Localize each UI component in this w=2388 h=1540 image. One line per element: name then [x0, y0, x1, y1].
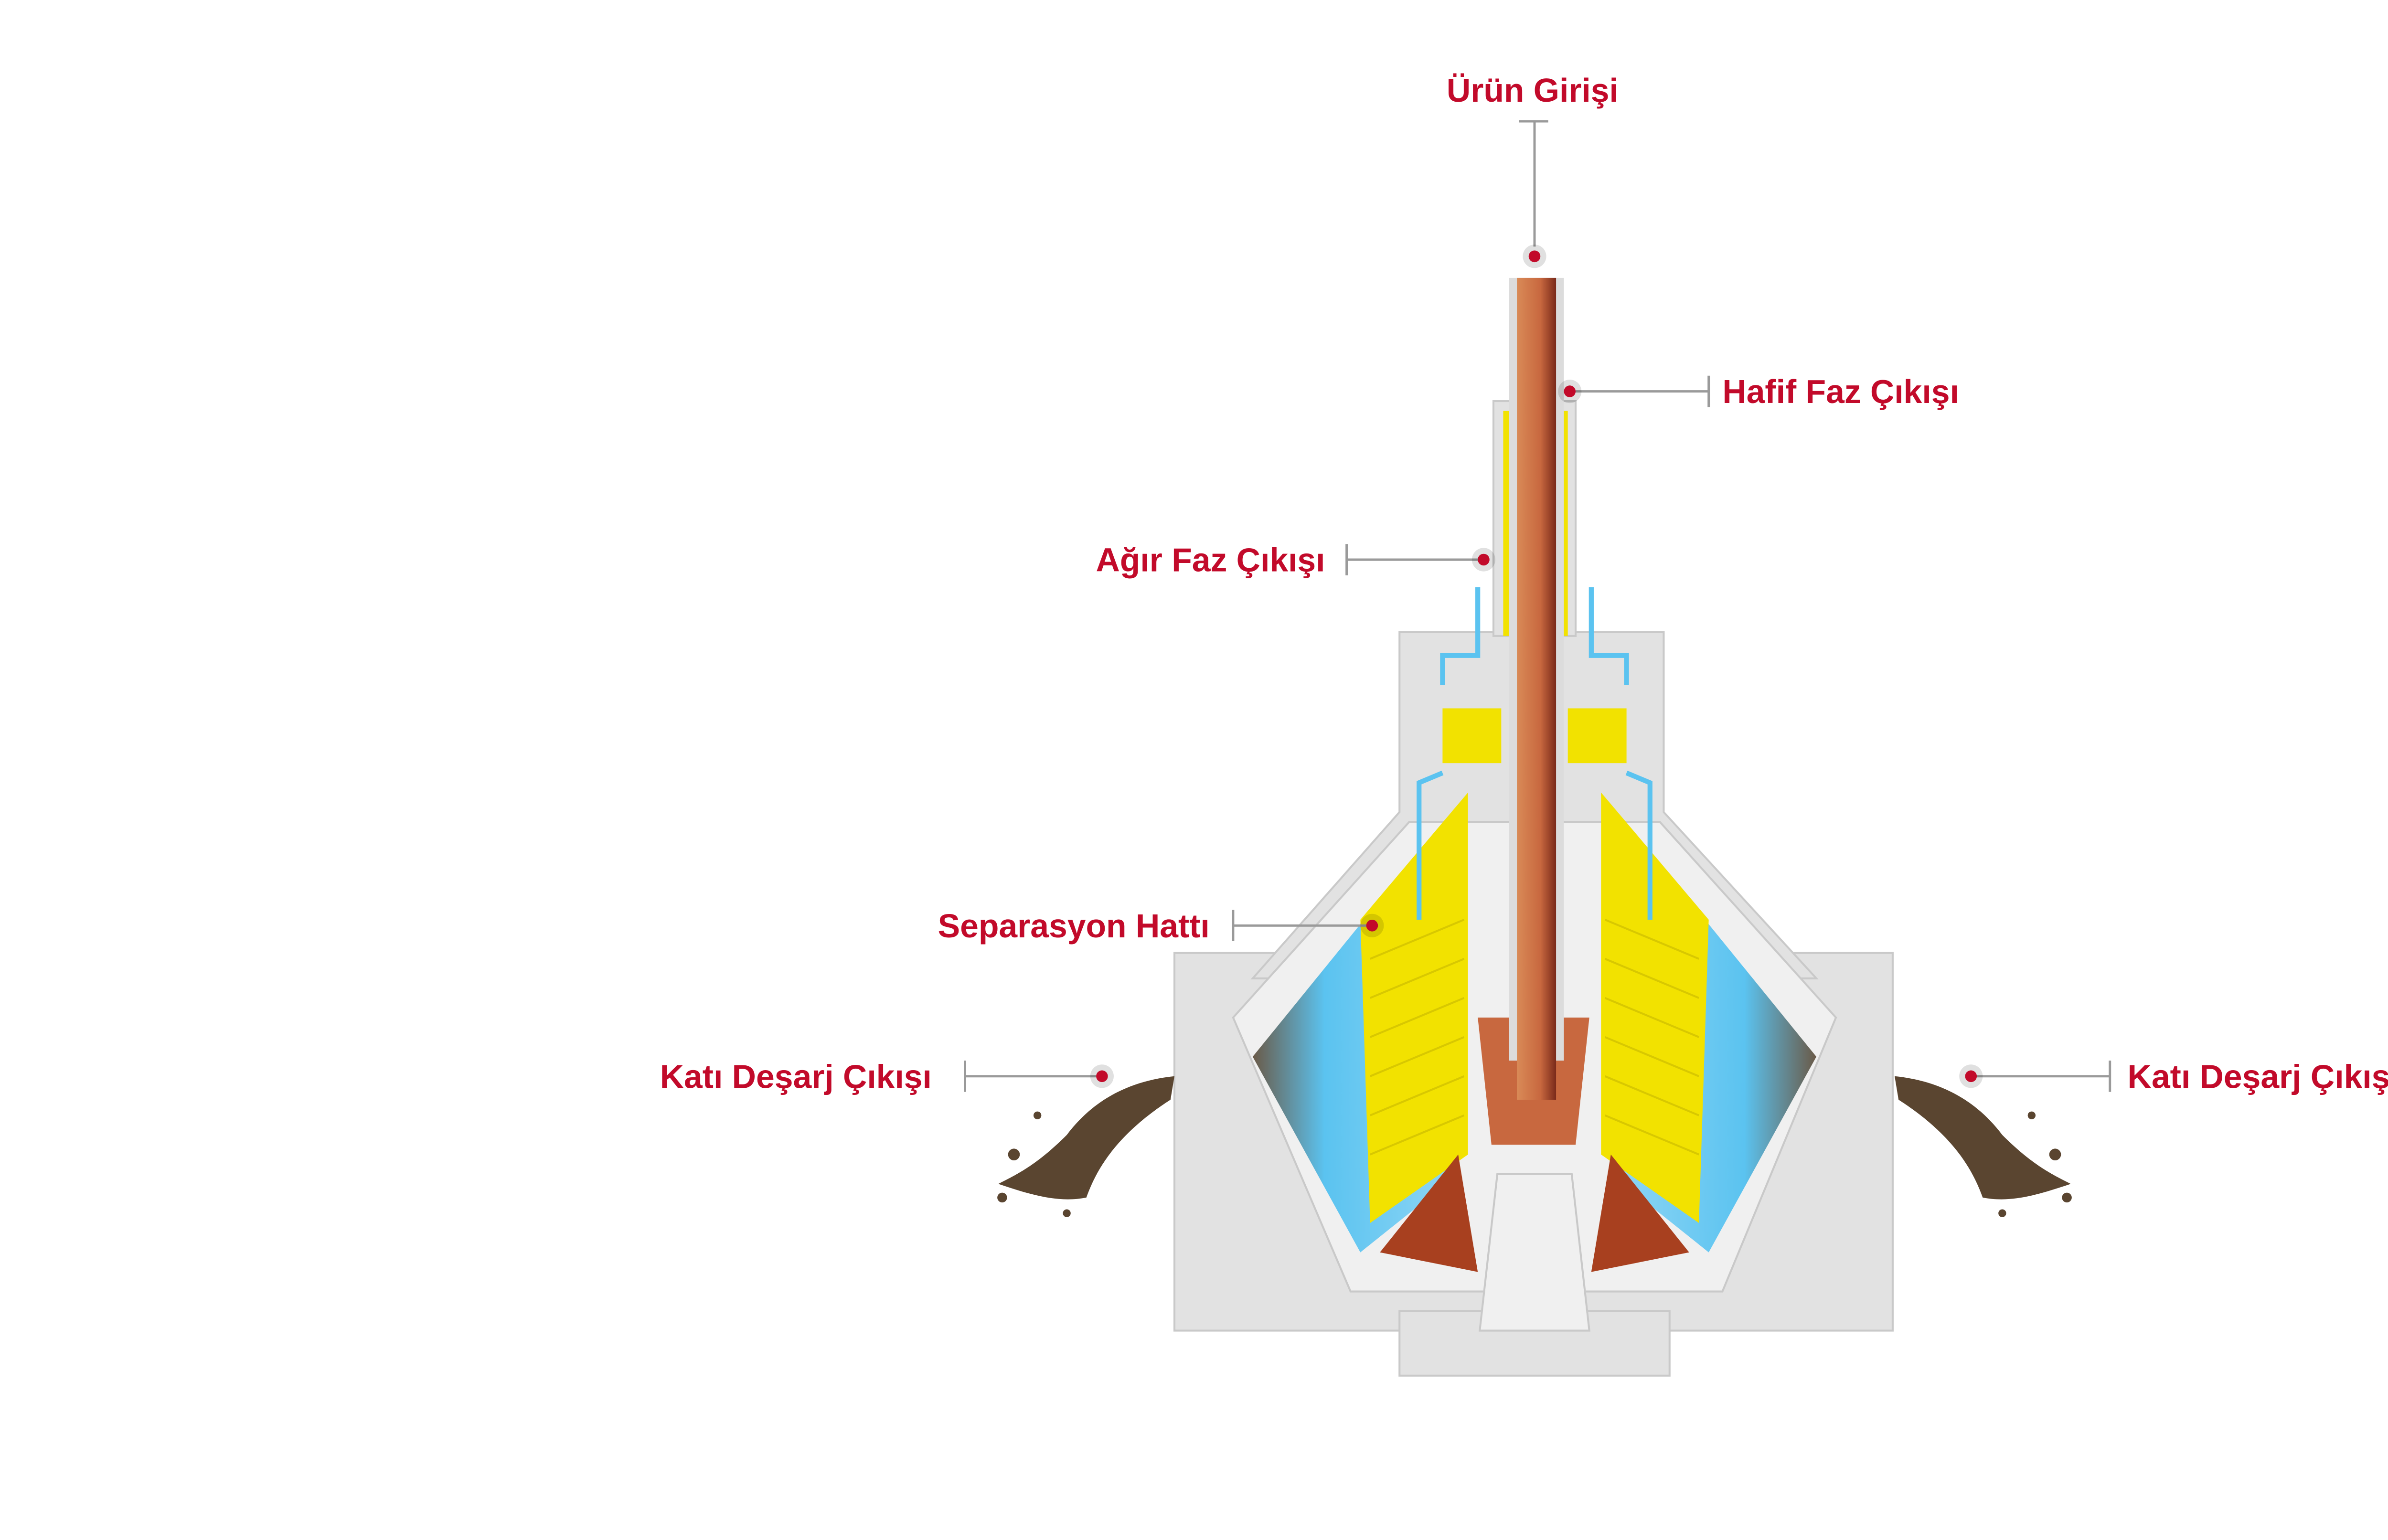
- marker-dot: [1528, 250, 1541, 263]
- label-light-phase-outlet: Hafif Faz Çıkışı: [1722, 373, 1959, 410]
- light-phase-chamber-right: [1567, 708, 1627, 764]
- label-product-inlet: Ürün Girişi: [1447, 72, 1619, 109]
- separator-body: [1173, 277, 1894, 1377]
- marker-dot: [1965, 1070, 1977, 1083]
- marker-dot: [1096, 1070, 1108, 1083]
- label-solid-discharge-right: Katı Deşarj Çıkışı: [2128, 1058, 2388, 1095]
- spindle-top: [1478, 1173, 1591, 1332]
- disc-lines: [1369, 919, 1700, 1156]
- callout-solid-discharge-right: Katı Deşarj Çıkışı: [1959, 1058, 2388, 1095]
- callout-separation-line: Separasyon Hattı: [938, 907, 1384, 945]
- inlet-pipe-product: [1517, 277, 1556, 1100]
- sludge-left: [1380, 1154, 1478, 1272]
- callout-light-phase-outlet: Hafif Faz Çıkışı: [1558, 373, 1959, 410]
- callout-solid-discharge-left: Katı Deşarj Çıkışı: [660, 1058, 1114, 1095]
- heavy-phase-lines: [1417, 770, 1652, 920]
- marker-dot: [1366, 919, 1378, 932]
- label-heavy-phase-outlet: Ağır Faz Çıkışı: [1096, 542, 1325, 579]
- marker-dot: [1564, 385, 1576, 397]
- callout-product-inlet: Ürün Girişi: [1447, 72, 1619, 268]
- heavy-phase-channels: [1440, 587, 1629, 685]
- disc-stack-left: [1360, 792, 1468, 1223]
- sludge-right: [1591, 1154, 1689, 1272]
- callout-heavy-phase-outlet: Ağır Faz Çıkışı: [1096, 542, 1496, 579]
- marker-dot: [1478, 553, 1490, 566]
- label-solid-discharge-left: Katı Deşarj Çıkışı: [660, 1058, 932, 1095]
- solid-discharge-spray-left: [997, 1076, 1174, 1217]
- solid-discharge-spray-right: [1895, 1076, 2072, 1217]
- disc-stack-right: [1601, 792, 1709, 1223]
- label-separation-line: Separasyon Hattı: [938, 907, 1210, 945]
- light-phase-chamber-left: [1442, 708, 1502, 764]
